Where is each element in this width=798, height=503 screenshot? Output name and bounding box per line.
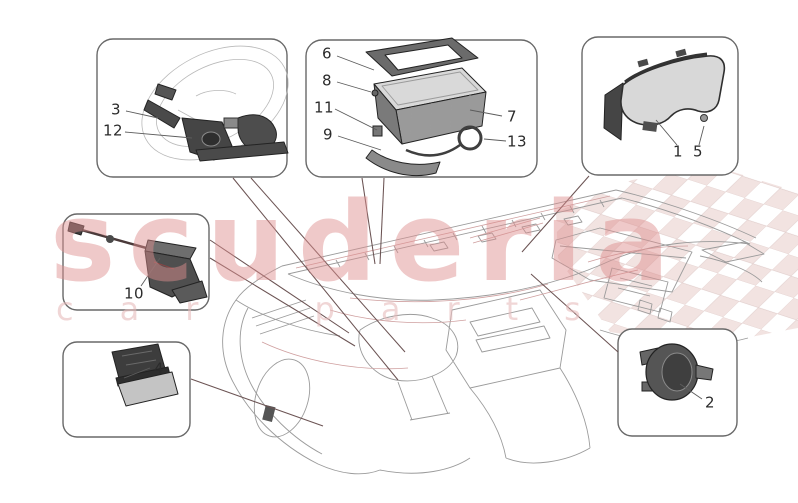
- ignition-ring-antenna-drawing: [639, 343, 714, 401]
- cable-loop-13: [457, 125, 483, 151]
- cluster-clip-1: [637, 58, 649, 68]
- number-leader-10: [140, 257, 161, 287]
- number-leader-7: [469, 109, 503, 117]
- part-number-4[interactable]: 4: [153, 359, 165, 378]
- number-leader-13: [483, 138, 507, 142]
- cluster-glass: [620, 55, 726, 126]
- leader-antenna-a: [209, 239, 350, 334]
- display-body-side: [373, 83, 403, 145]
- part-number-5[interactable]: 5: [692, 142, 704, 161]
- switch-top-detail: [121, 350, 157, 366]
- display-bezel: [365, 37, 479, 77]
- cable-13: [405, 143, 461, 157]
- antenna-module-flap: [171, 280, 208, 304]
- part-number-7[interactable]: 7: [506, 107, 518, 126]
- callout-box-steering-column[interactable]: [96, 38, 288, 178]
- cluster-housing-side: [603, 82, 624, 141]
- antenna-connector: [67, 221, 85, 236]
- number-leader-9: [337, 135, 382, 151]
- checkered-flag-area: [556, 166, 798, 346]
- cluster-clip-2: [675, 48, 687, 58]
- part-number-6[interactable]: 6: [321, 44, 333, 63]
- switch-drawing: [111, 343, 179, 407]
- display-unit-drawing: [365, 37, 487, 177]
- part-number-1[interactable]: 1: [672, 142, 684, 161]
- antenna-cable-drawing: [67, 221, 208, 304]
- part-number-13[interactable]: 13: [506, 132, 528, 151]
- steering-wheel-drawing: [141, 45, 289, 162]
- number-leader-3: [125, 110, 159, 119]
- part-number-3[interactable]: 3: [110, 100, 122, 119]
- column-connector: [223, 117, 239, 129]
- leader-ignition: [530, 273, 619, 353]
- part-number-11[interactable]: 11: [313, 98, 335, 117]
- lower-bracket-9: [365, 149, 441, 177]
- number-leader-1: [655, 119, 678, 146]
- number-leader-5: [698, 125, 705, 146]
- leader-switch: [190, 378, 324, 427]
- ring-tab: [695, 364, 714, 381]
- leader-cluster: [521, 175, 590, 253]
- number-leader-12: [124, 131, 193, 139]
- number-leader-2: [679, 383, 703, 400]
- number-leader-11: [334, 108, 378, 131]
- cluster-top-rim: [624, 52, 708, 84]
- checkered-flag: [556, 166, 798, 346]
- antenna-module-accent: [153, 261, 175, 270]
- part-number-8[interactable]: 8: [321, 71, 333, 90]
- leader-steering-b: [250, 177, 406, 353]
- leader-display-b: [379, 177, 385, 265]
- column-lower-bar: [195, 141, 289, 162]
- fixing-bolt-8: [371, 89, 379, 97]
- dashboard-details: [251, 215, 765, 464]
- bracket-11: [372, 125, 383, 137]
- dashboard-red-accents: [261, 195, 689, 370]
- leader-antenna-b: [209, 257, 356, 347]
- leader-steering-a: [232, 177, 399, 381]
- left-end-panel: [253, 358, 311, 438]
- switch-base-tray: [117, 371, 179, 407]
- cluster-screw-5: [700, 114, 708, 122]
- cluster-foot: [642, 121, 658, 132]
- instrument-cluster-drawing: [603, 48, 726, 141]
- part-number-10[interactable]: 10: [123, 284, 145, 303]
- number-leader-lines: [123, 55, 705, 400]
- leader-lines: [190, 175, 619, 427]
- cable-clip: [106, 235, 114, 243]
- number-leader-4: [123, 367, 151, 379]
- leader-display-a: [361, 177, 376, 265]
- display-screen-inset: [381, 71, 479, 106]
- number-leader-8: [336, 81, 372, 93]
- display-body-ribs: [409, 94, 471, 141]
- part-number-2[interactable]: 2: [704, 393, 716, 412]
- number-leader-6: [336, 55, 375, 71]
- steering-wheel-rim-inner: [156, 58, 274, 148]
- ring-inner: [661, 352, 693, 392]
- stalk-lever-left: [143, 99, 181, 129]
- clockspring-hub: [201, 131, 221, 147]
- stalk-lever-upper: [154, 83, 177, 101]
- part-number-9[interactable]: 9: [322, 125, 334, 144]
- airbag-emblem: [262, 404, 276, 422]
- part-number-12[interactable]: 12: [102, 121, 124, 140]
- dashboard-drawing: [222, 189, 765, 475]
